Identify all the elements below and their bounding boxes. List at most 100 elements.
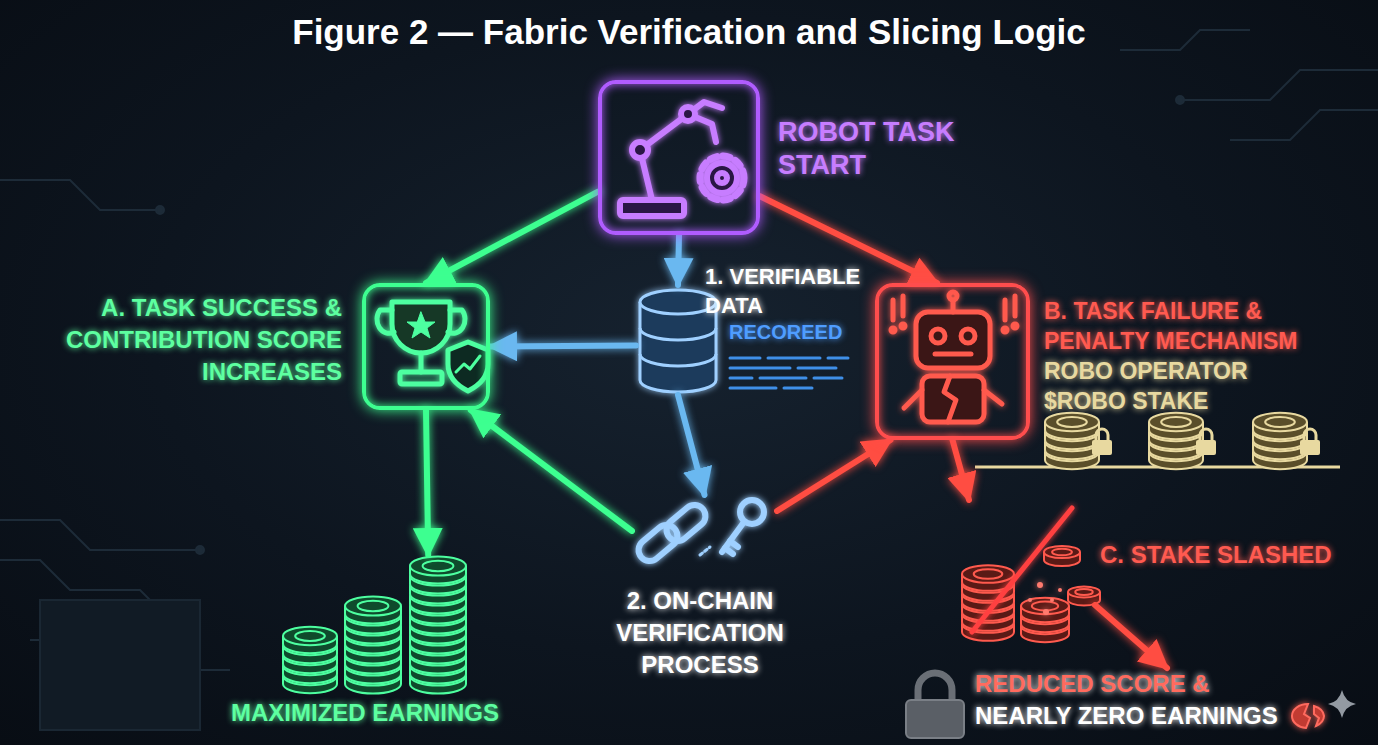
circuit-traces xyxy=(0,180,160,210)
broken-robot-icon xyxy=(891,292,1017,422)
circuit-traces xyxy=(1120,30,1250,50)
flow-arrow xyxy=(426,192,598,283)
trophy-icon xyxy=(448,342,488,391)
sparkle-watermark xyxy=(1328,690,1356,718)
circuit-traces xyxy=(0,520,200,550)
verification-step: 2. ON-CHAIN VERIFICATION PROCESS xyxy=(632,495,777,575)
coin-stacks xyxy=(1044,546,1080,558)
code-lines xyxy=(760,377,806,380)
code-lines xyxy=(768,357,820,360)
robot-arm-icon xyxy=(707,163,737,193)
coin-stacks xyxy=(345,596,401,615)
sparkle-watermark xyxy=(1328,690,1356,718)
coin-stacks xyxy=(1045,413,1099,431)
coin-stacks xyxy=(1096,429,1108,440)
slash-mark xyxy=(1058,588,1062,592)
code-lines xyxy=(730,377,752,380)
coin-stacks xyxy=(358,601,389,611)
coin-stacks xyxy=(1021,598,1069,614)
broken-robot-icon xyxy=(1013,324,1017,328)
slash-mark xyxy=(972,508,1072,632)
coin-stacks xyxy=(1068,587,1100,598)
broken-robot-icon xyxy=(901,296,906,316)
broken-robot-icon xyxy=(922,376,984,422)
chain-key-icon xyxy=(662,500,710,545)
flow-arrow xyxy=(426,410,428,555)
node-label: REDUCED SCORE & NEARLY ZERO EARNINGS xyxy=(975,668,1295,732)
robot-arm-icon xyxy=(681,107,695,121)
flow-arrow xyxy=(1095,605,1167,668)
broken-robot-icon xyxy=(935,352,971,357)
chain-key-icon xyxy=(634,500,764,566)
database-icon xyxy=(640,328,716,340)
trophy-icon xyxy=(377,302,488,391)
node-label: MAXIMIZED EARNINGS xyxy=(195,698,535,728)
node-label: ROBOT TASK START xyxy=(778,116,978,182)
coin-stacks xyxy=(1092,440,1112,455)
slash-mark xyxy=(1037,582,1043,588)
code-lines xyxy=(730,357,760,360)
robot-arm-icon xyxy=(620,102,744,216)
circuit-traces xyxy=(1230,110,1378,140)
code-lines xyxy=(730,367,790,370)
start-box: ROBOT TASK START xyxy=(598,80,760,235)
broken-robot-icon xyxy=(1003,300,1008,320)
slash-mark xyxy=(1028,598,1032,602)
trophy-icon xyxy=(400,372,442,384)
node-sublabel: ROBO OPERATOR $ROBO STAKE xyxy=(1044,356,1304,416)
flow-arrow xyxy=(471,410,632,531)
flow-arrow xyxy=(777,440,891,511)
node-sublabel: RECOREED xyxy=(729,320,889,344)
robot-arm-icon xyxy=(632,142,648,158)
coin-stacks xyxy=(974,569,1003,579)
broken-coin xyxy=(1292,704,1310,728)
broken-coin xyxy=(1314,706,1324,726)
lock-icon xyxy=(906,700,964,738)
figure-title: Figure 2 — Fabric Verification and Slici… xyxy=(0,12,1378,52)
coin-stacks xyxy=(1300,440,1320,455)
circuit-traces xyxy=(196,546,204,554)
circuit-traces xyxy=(1176,96,1184,104)
trophy-icon xyxy=(392,302,450,353)
robot-arm-icon xyxy=(717,173,727,183)
circuit-traces xyxy=(1180,70,1378,100)
coin-stacks xyxy=(1161,417,1191,427)
coin-stacks xyxy=(295,631,325,641)
coin-stacks xyxy=(410,556,466,575)
coin-stacks xyxy=(283,627,337,645)
database-icon xyxy=(640,290,716,392)
coin-stacks xyxy=(1304,429,1316,440)
slashed-stake: C. STAKE SLASHED xyxy=(955,500,1095,640)
coin-stacks xyxy=(962,565,1014,583)
node-label: B. TASK FAILURE & PENALTY MECHANISM xyxy=(1044,296,1364,356)
node-label: A. TASK SUCCESS & CONTRIBUTION SCORE INC… xyxy=(10,292,342,388)
trophy-icon xyxy=(377,310,394,333)
broken-robot-icon xyxy=(1003,328,1007,332)
success-box: A. TASK SUCCESS & CONTRIBUTION SCORE INC… xyxy=(362,283,490,410)
coin-stacks xyxy=(1253,413,1307,431)
code-lines xyxy=(798,367,836,370)
lock-icon xyxy=(918,673,952,700)
trophy-icon xyxy=(448,310,465,333)
slash-mark xyxy=(1050,598,1054,602)
coin-stacks xyxy=(1052,549,1072,556)
coin-stacks xyxy=(1200,429,1212,440)
slash-mark xyxy=(972,508,1072,632)
broken-robot-icon xyxy=(904,390,922,408)
failure-box: B. TASK FAILURE & PENALTY MECHANISMROBO … xyxy=(875,283,1030,440)
node-label: C. STAKE SLASHED xyxy=(1100,540,1362,570)
code-lines xyxy=(828,357,848,360)
broken-robot-icon xyxy=(984,390,1002,404)
circuit-traces xyxy=(40,600,200,730)
flow-arrow xyxy=(953,440,970,500)
coin-stacks xyxy=(1196,440,1216,455)
code-lines xyxy=(784,387,812,390)
earnings-result: MAXIMIZED EARNINGS xyxy=(280,555,470,690)
robot-arm-icon xyxy=(700,156,744,200)
lock-icon xyxy=(906,673,964,738)
slash-mark xyxy=(1043,609,1049,615)
coin-stacks xyxy=(1032,602,1058,611)
trophy-icon xyxy=(407,312,435,338)
chain-key-icon xyxy=(700,547,710,555)
